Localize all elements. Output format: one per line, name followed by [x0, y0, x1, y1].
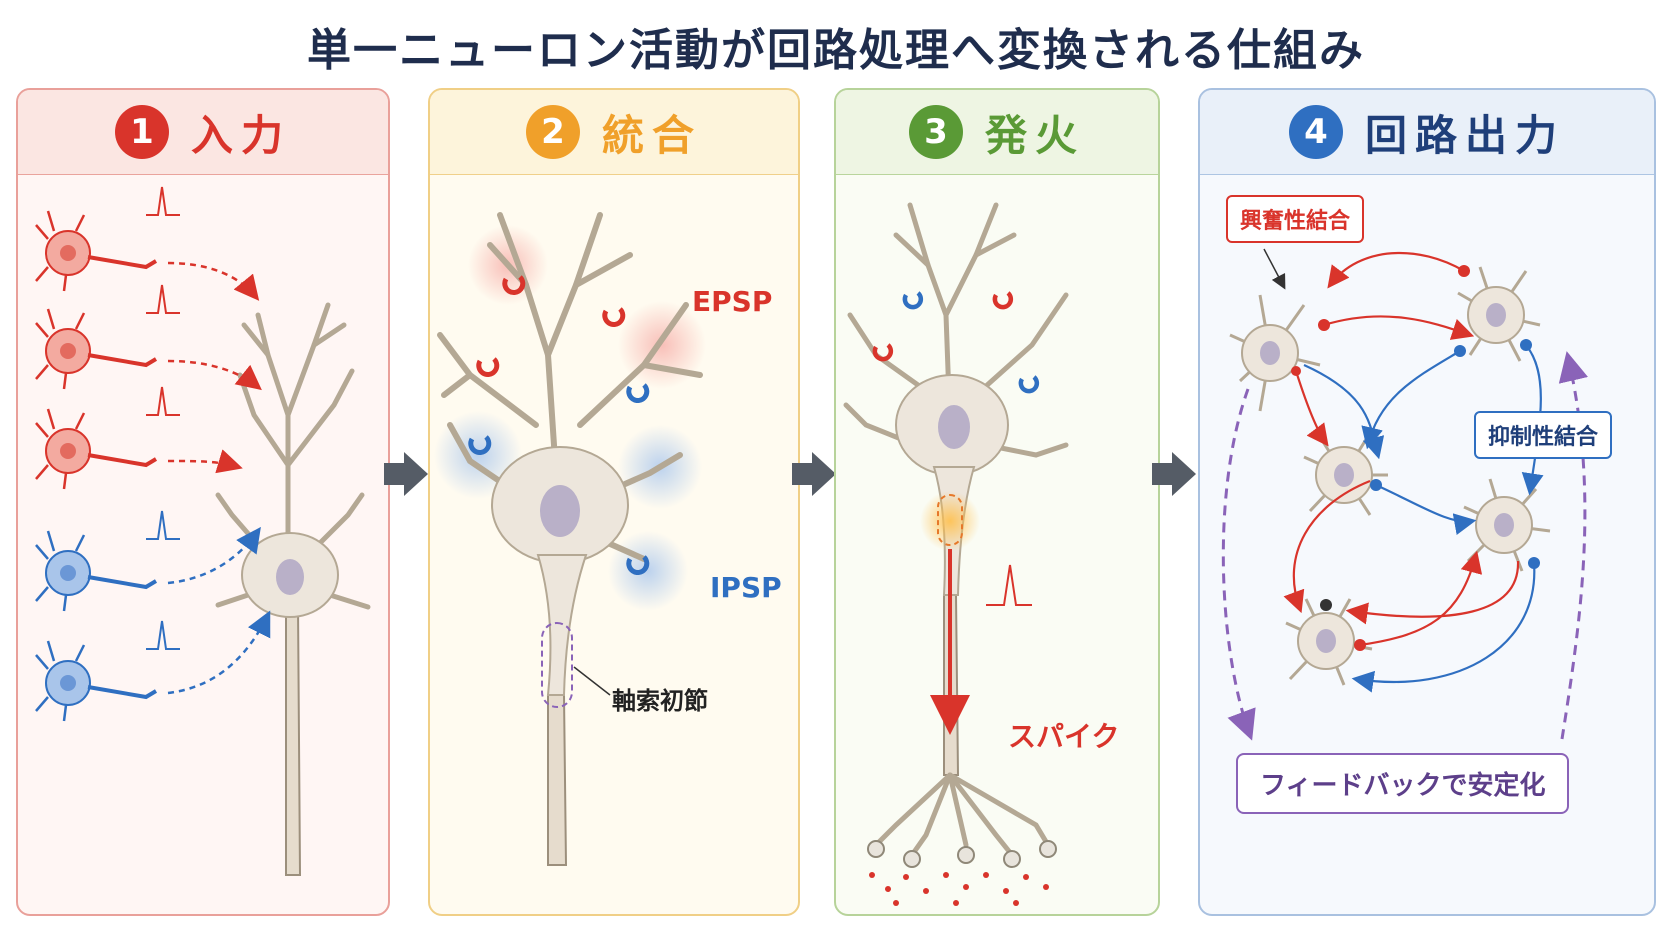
- excitatory-neuron-icon: [35, 408, 158, 490]
- firing-diagram: [843, 202, 1069, 906]
- panel-header: 2 統合: [430, 90, 798, 174]
- panel-header: 3 発火: [836, 90, 1158, 174]
- panel-title: 発火: [984, 110, 1085, 160]
- spike-waveform-icon: [986, 564, 1032, 606]
- panel-circuit-output: 4 回路出力: [1198, 88, 1656, 916]
- panel-body: スパイク: [836, 174, 1158, 914]
- axon-initial-segment-label: 軸索初節: [612, 687, 708, 715]
- panel-body: EPSP IPSP 軸索初節: [430, 174, 798, 914]
- spike-label: スパイク: [1008, 720, 1120, 753]
- inhibitory-connection-label: 抑制性結合: [1474, 411, 1613, 459]
- panel-title: 回路出力: [1364, 110, 1565, 160]
- spike-waveform-icon: [146, 186, 180, 216]
- panel-header: 1 入力: [18, 90, 388, 174]
- integrating-neuron: [437, 212, 703, 866]
- circuit-neuron: [1229, 294, 1321, 412]
- panel-body: 興奮性結合 抑制性結合 フィードバックで安定化: [1200, 174, 1654, 914]
- step-number-badge: 2: [525, 105, 580, 159]
- inhibitory-neuron-icon: [35, 530, 158, 612]
- integration-diagram: [434, 212, 706, 866]
- stage-arrow-icon: [792, 452, 836, 496]
- spike-waveform-icon: [146, 510, 180, 540]
- stage-arrow-icon: [1152, 452, 1196, 496]
- axon-initial-segment-marker: [541, 622, 573, 708]
- step-number-badge: 1: [114, 105, 169, 159]
- spike-waveform-icon: [146, 386, 180, 416]
- excitatory-neuron-icon: [35, 210, 158, 292]
- step-number-badge: 4: [1288, 105, 1343, 159]
- excitatory-neuron-icon: [35, 308, 158, 390]
- inhibitory-neuron-icon: [35, 640, 158, 722]
- excitatory-connection-label: 興奮性結合: [1226, 195, 1365, 243]
- panel-body: [18, 174, 388, 914]
- panel-header: 4 回路出力: [1200, 90, 1654, 174]
- synapse-icon: [872, 291, 1040, 394]
- feedback-stabilization-label: フィードバックで安定化: [1236, 753, 1570, 814]
- nucleus: [276, 559, 304, 595]
- synapse-icon: [468, 275, 650, 575]
- step-number-badge: 3: [908, 105, 963, 159]
- spike-waveform-icon: [146, 284, 180, 314]
- input-diagram: [35, 186, 371, 876]
- circuit-neuron: [1285, 598, 1373, 686]
- circuit-neuron: [1457, 266, 1541, 362]
- panel-input: 1 入力: [16, 88, 390, 916]
- panel-integration: 2 統合: [428, 88, 800, 916]
- panel-title: 入力: [190, 110, 291, 160]
- epsp-label: EPSP: [692, 285, 773, 318]
- circuit-neuron: [1303, 432, 1388, 516]
- circuit-neuron: [1463, 478, 1551, 572]
- panel-firing: 3 発火: [834, 88, 1160, 916]
- stage-arrow-icon: [384, 452, 428, 496]
- target-neuron: [215, 302, 371, 876]
- spike-waveform-icon: [146, 620, 180, 650]
- page-title: 単一ニューロン活動が回路処理へ変換される仕組み: [307, 25, 1365, 76]
- panel-title: 統合: [601, 110, 702, 160]
- ipsp-label: IPSP: [710, 571, 782, 604]
